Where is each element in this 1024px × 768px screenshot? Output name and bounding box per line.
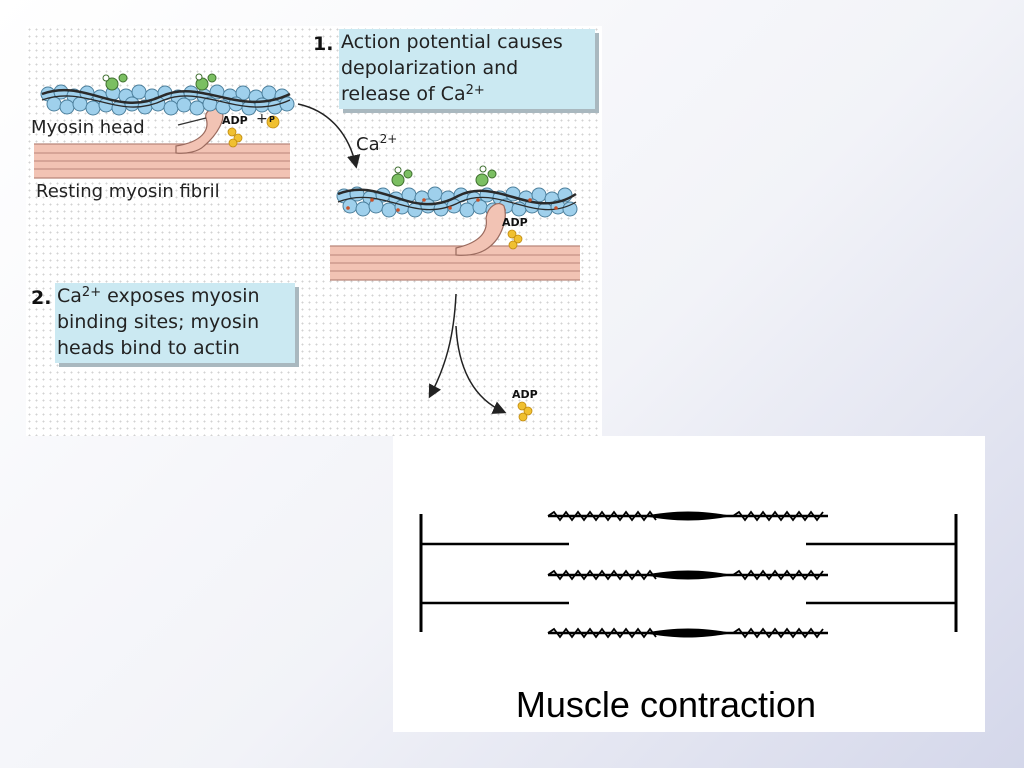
step2-line1: Ca2+ exposes myosin [55,283,295,309]
step1-line1: Action potential causes [341,31,563,53]
thick-filament [547,627,828,639]
ca-arrow-label-sup: 2+ [379,132,398,146]
bound-adp-phosphates [507,229,523,250]
adp-pi-p-label: P [269,115,275,124]
cross-bridge-illustration [34,73,580,422]
thick-filaments [547,510,828,639]
step2-line1-prefix: Ca [57,285,82,307]
sarcomere-diagram [419,510,958,639]
active-actin-filament [336,165,578,218]
ca-release-arrow [297,103,361,169]
step2-line1-sup: 2+ [81,285,102,300]
released-adp-phosphates [517,401,533,422]
myosin-head-leader [177,117,207,126]
ca-arrow-label: Ca2+ [356,132,397,155]
bound-adp-label: ADP [502,216,528,229]
thick-filament [547,510,828,522]
step1-line3-sup: 2+ [465,83,485,98]
resting-myosin-fibril [34,143,290,179]
step2-callout: 2. Ca2+ exposes myosin binding sites; my… [31,283,295,363]
phosphate-groups [227,115,280,148]
step1-line2: depolarization and [341,57,519,79]
adp-release-arrow [455,325,507,414]
step2-line2: binding sites; myosin [57,311,260,333]
adp-pi-adp-label: ADP [222,114,248,127]
thin-filaments [421,542,956,605]
step1-line3: release of Ca2+ [339,81,595,107]
active-myosin-fibril [330,245,580,281]
step1-number: 1. [313,33,334,55]
sarcomere-caption: Muscle contraction [515,684,817,725]
thick-filament [547,569,828,581]
downward-arrow [428,293,457,399]
myosin-head-label: Myosin head [31,117,145,138]
troponin-sites [102,73,217,91]
step2-line3: heads bind to actin [57,337,240,359]
bound-myosin-head [455,203,506,256]
sarcomere-panel: Muscle contraction [393,436,985,732]
ca-arrow-label-text: Ca [356,134,380,155]
step1-callout: 1. Action potential causes depolarizatio… [313,29,595,109]
step1-line3-text: release of Ca [341,83,466,105]
step2-number: 2. [31,287,52,309]
released-adp-label: ADP [512,388,538,401]
cross-bridge-figure: 1. Action potential causes depolarizatio… [26,26,602,436]
step2-line1-suffix: exposes myosin [101,285,260,307]
adp-pi-plus-label: + [256,111,268,127]
resting-actin-filament [40,73,295,116]
resting-fibril-label: Resting myosin fibril [36,181,220,202]
